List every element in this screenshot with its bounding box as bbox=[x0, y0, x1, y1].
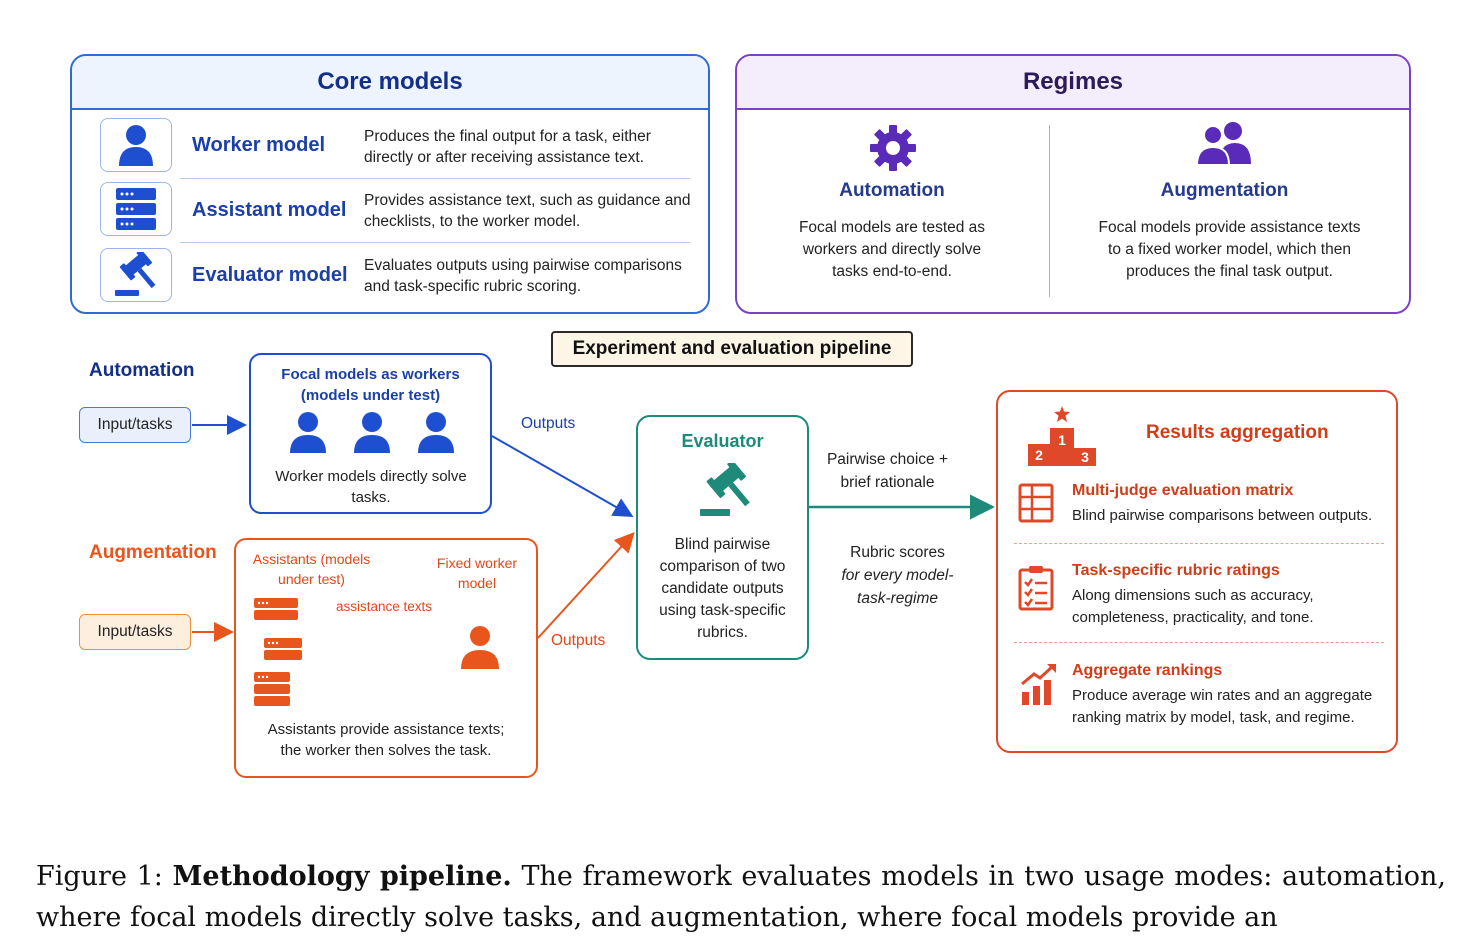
person-icon bbox=[100, 118, 172, 172]
regime-augmentation-description: Focal models provide assistance texts to… bbox=[1098, 219, 1361, 280]
assistant-model-description: Provides assistance text, such as guidan… bbox=[364, 192, 691, 230]
focal-workers-text: Worker models directly solve tasks. bbox=[275, 468, 467, 506]
assistants-label: Assistants (models under test) bbox=[252, 551, 371, 587]
automation-label: Automation bbox=[89, 360, 195, 381]
rubric-ratings-text: Along dimensions such as accuracy, compl… bbox=[1072, 587, 1314, 626]
divider bbox=[1014, 543, 1384, 544]
worker-icons bbox=[288, 411, 456, 453]
podium-third: 3 bbox=[1074, 448, 1096, 466]
augmentation-box: Assistants (models under test) Fixed wor… bbox=[234, 538, 538, 778]
people-icon bbox=[1195, 120, 1253, 171]
regime-augmentation-title: Augmentation bbox=[1160, 180, 1289, 201]
matrix-title: Multi-judge evaluation matrix bbox=[1072, 482, 1294, 499]
augmentation-outputs-label: Outputs bbox=[551, 632, 606, 649]
aggregate-rankings-title: Aggregate rankings bbox=[1072, 662, 1223, 679]
assistance-texts-label: assistance texts bbox=[336, 599, 433, 614]
augmentation-input-box: Input/tasks bbox=[79, 614, 191, 650]
gavel-icon bbox=[700, 463, 750, 516]
evaluator-title: Evaluator bbox=[681, 431, 764, 451]
evaluator-box: Evaluator Blind pairwise comparison of t… bbox=[636, 415, 809, 660]
assistant-model-label: Assistant model bbox=[192, 199, 347, 221]
person-icon bbox=[290, 412, 326, 453]
results-box: 2 1 3 Results aggregation Multi-judge ev… bbox=[996, 390, 1398, 753]
core-models-title: Core models bbox=[72, 56, 708, 110]
rubric-scores-scope: for every model-task-regime bbox=[841, 567, 954, 607]
star-icon bbox=[1054, 406, 1070, 422]
gavel-icon bbox=[100, 248, 172, 302]
pairwise-choice-label: Pairwise choice + brief rationale bbox=[826, 451, 949, 491]
evaluator-text: Blind pairwise comparison of two candida… bbox=[659, 536, 786, 641]
matrix-icon bbox=[1018, 483, 1054, 523]
results-title: Results aggregation bbox=[1146, 422, 1329, 443]
worker-model-label: Worker model bbox=[192, 134, 325, 156]
podium-second: 2 bbox=[1028, 444, 1050, 466]
evaluator-model-label: Evaluator model bbox=[192, 264, 348, 286]
automation-output-arrow bbox=[491, 435, 634, 517]
person-icon bbox=[418, 412, 454, 453]
server-stack-icon bbox=[100, 182, 172, 236]
gear-icon bbox=[869, 124, 917, 177]
divider bbox=[180, 242, 690, 243]
matrix-text: Blind pairwise comparisons between outpu… bbox=[1072, 507, 1373, 524]
regime-automation-description: Focal models are tested as workers and d… bbox=[798, 219, 986, 280]
aggregate-rankings-text: Produce average win rates and an aggrega… bbox=[1072, 687, 1373, 726]
augmentation-output-arrow bbox=[537, 532, 635, 639]
server-stack-icon bbox=[254, 598, 302, 706]
divider bbox=[1014, 642, 1384, 643]
focal-workers-title: Focal models as workers (models under te… bbox=[281, 366, 460, 404]
fixed-worker-label: Fixed worker model bbox=[436, 555, 518, 591]
automation-outputs-label: Outputs bbox=[521, 415, 576, 432]
augmentation-label: Augmentation bbox=[89, 542, 217, 563]
caption-bold: Methodology pipeline. bbox=[172, 861, 512, 892]
regimes-title: Regimes bbox=[737, 56, 1409, 110]
automation-input-box: Input/tasks bbox=[79, 407, 191, 443]
person-icon bbox=[461, 626, 499, 669]
augmentation-box-text: Assistants provide assistance texts; the… bbox=[267, 721, 505, 759]
regime-automation-title: Automation bbox=[839, 180, 945, 201]
podium-first: 1 bbox=[1050, 428, 1074, 466]
rubric-ratings-title: Task-specific rubric ratings bbox=[1072, 562, 1280, 579]
core-models-panel: Core models Worker model Produces the fi… bbox=[70, 54, 710, 314]
rubric-scores-label: Rubric scores bbox=[850, 544, 945, 561]
figure-caption: Figure 1: Methodology pipeline. The fram… bbox=[36, 856, 1446, 938]
worker-model-description: Produces the final output for a task, ei… bbox=[364, 128, 651, 166]
regimes-panel: Regimes Automation Focal models are test… bbox=[735, 54, 1411, 314]
pipeline-title: Experiment and evaluation pipeline bbox=[551, 331, 913, 367]
podium-icon: 2 1 3 bbox=[1024, 406, 1096, 466]
divider bbox=[180, 178, 690, 179]
evaluator-model-description: Evaluates outputs using pairwise compari… bbox=[364, 257, 682, 295]
checklist-icon bbox=[1018, 566, 1054, 611]
caption-text: The framework evaluates models in two us… bbox=[36, 861, 1447, 933]
person-icon bbox=[354, 412, 390, 453]
trend-chart-icon bbox=[1021, 664, 1056, 705]
regime-divider bbox=[1049, 125, 1050, 297]
focal-workers-box: Focal models as workers (models under te… bbox=[249, 353, 492, 514]
caption-prefix: Figure 1: bbox=[36, 861, 173, 892]
